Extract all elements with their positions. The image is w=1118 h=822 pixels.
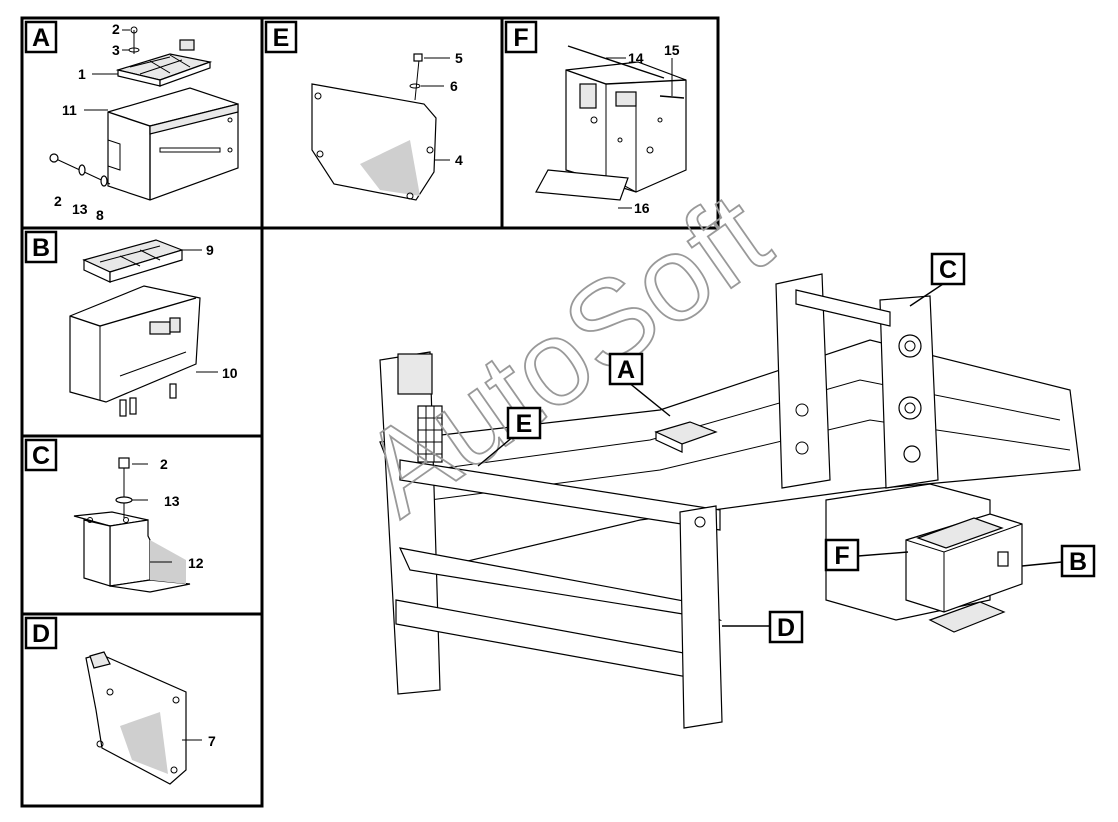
svg-text:C: C xyxy=(939,256,957,284)
svg-text:F: F xyxy=(834,542,849,570)
svg-text:13: 13 xyxy=(72,201,88,217)
svg-text:14: 14 xyxy=(628,50,644,66)
svg-text:C: C xyxy=(32,442,50,470)
panel-a-label: A xyxy=(24,20,58,54)
svg-text:E: E xyxy=(516,410,533,438)
svg-text:3: 3 xyxy=(112,42,120,58)
svg-text:E: E xyxy=(273,24,290,52)
svg-text:B: B xyxy=(32,234,50,262)
panel-e-drawing: 5 6 4 xyxy=(311,50,463,201)
svg-text:2: 2 xyxy=(112,21,120,37)
svg-text:11: 11 xyxy=(62,102,77,118)
callout-d: D xyxy=(722,610,804,644)
callout-c: C xyxy=(909,252,966,307)
panel-c-drawing: 2 13 12 xyxy=(73,456,204,593)
svg-text:10: 10 xyxy=(222,365,238,381)
panel-a-drawing: 2 3 1 11 2 13 8 xyxy=(49,21,239,223)
panel-d-label: D xyxy=(24,616,58,650)
panel-b-drawing: 9 10 xyxy=(69,239,238,417)
panel-f-drawing: 14 15 16 xyxy=(535,42,687,216)
panel-c-label: C xyxy=(24,438,58,472)
svg-text:7: 7 xyxy=(208,733,216,749)
panel-f-label: F xyxy=(504,20,538,54)
panel-e-label: E xyxy=(264,20,298,54)
svg-text:9: 9 xyxy=(206,242,214,258)
grille xyxy=(417,405,443,463)
svg-text:13: 13 xyxy=(164,493,180,509)
svg-text:A: A xyxy=(617,356,635,384)
svg-text:2: 2 xyxy=(160,456,168,472)
svg-text:8: 8 xyxy=(96,207,104,223)
panel-f-frame xyxy=(500,16,720,230)
panel-d-frame xyxy=(20,612,264,808)
callout-b: B xyxy=(1021,544,1096,578)
callout-f: F xyxy=(824,538,909,572)
svg-text:F: F xyxy=(513,24,528,52)
svg-text:2: 2 xyxy=(54,193,62,209)
svg-text:6: 6 xyxy=(450,78,458,94)
svg-text:12: 12 xyxy=(188,555,204,571)
svg-text:A: A xyxy=(32,24,50,52)
svg-text:D: D xyxy=(32,620,50,648)
svg-text:4: 4 xyxy=(455,152,463,168)
callout-e: E xyxy=(477,406,542,467)
svg-text:5: 5 xyxy=(455,50,463,66)
svg-text:B: B xyxy=(1069,548,1087,576)
panel-d-drawing: 7 xyxy=(85,651,216,785)
svg-text:1: 1 xyxy=(78,66,86,82)
svg-text:16: 16 xyxy=(634,200,650,216)
callout-a: A xyxy=(608,352,671,417)
panel-b-label: B xyxy=(24,230,58,264)
svg-text:15: 15 xyxy=(664,42,680,58)
svg-text:D: D xyxy=(777,614,795,642)
